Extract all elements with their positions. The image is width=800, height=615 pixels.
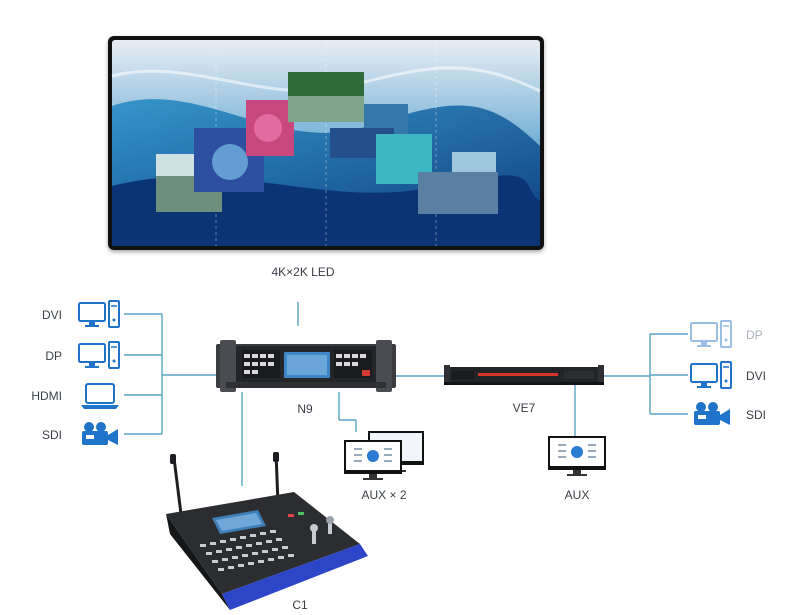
c1-label: C1 (292, 598, 308, 612)
aux-monitors-pair (344, 431, 424, 480)
input-label-hdmi: HDMI (31, 389, 62, 403)
input-label-dp: DP (45, 349, 62, 363)
video-camera-icon (694, 402, 730, 425)
monitor-icon (690, 361, 732, 389)
laptop-icon (81, 383, 119, 409)
c1-console (166, 452, 368, 610)
video-camera-icon (82, 422, 118, 445)
input-label-sdi: SDI (41, 428, 62, 442)
output-label-dp: DP (746, 328, 763, 342)
output-label-dvi: DVI (746, 369, 767, 383)
aux-monitor (548, 436, 606, 476)
ve7-label: VE7 (512, 401, 536, 415)
led-wall-image (111, 40, 541, 246)
aux-x2-label: AUX × 2 (361, 488, 407, 502)
aux-label: AUX (564, 488, 590, 502)
output-label-sdi: SDI (746, 408, 767, 422)
monitor-icon (78, 300, 120, 328)
monitor-icon (78, 341, 120, 369)
ve7-device (444, 365, 604, 385)
n9-processor (216, 340, 396, 392)
n9-label: N9 (297, 402, 313, 416)
monitor-icon (690, 320, 732, 348)
led-wall-label: 4K×2K LED (271, 265, 335, 279)
led-wall (108, 36, 544, 250)
input-label-dvi: DVI (41, 308, 62, 322)
